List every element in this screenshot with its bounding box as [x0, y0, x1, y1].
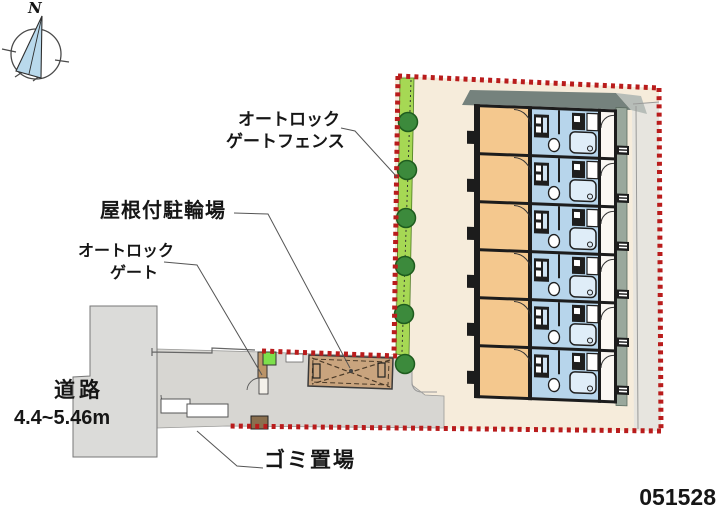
- gate-fence-label-line2: ゲートフェンス: [226, 132, 345, 151]
- apartment-building: [466, 102, 630, 407]
- compass-rose: [1, 15, 70, 82]
- leader-garbage-area: [196, 430, 264, 469]
- leader-auto-lock-gate: [163, 261, 263, 376]
- road-area: [72, 305, 158, 458]
- plan-number: 051528: [639, 484, 716, 510]
- tree-icon: [393, 111, 419, 375]
- auto-lock-gate-label-line1: オートロック: [78, 243, 175, 260]
- east-fence-line: [632, 101, 660, 430]
- east-yard: [632, 102, 661, 431]
- property-boundary: [226, 73, 664, 434]
- garbage-box: [186, 403, 229, 418]
- forecourt-slab-edge: [411, 362, 437, 393]
- leader-bicycle-parking: [233, 212, 351, 369]
- leader-lines: [163, 127, 398, 469]
- building-roof: [462, 90, 631, 110]
- garbage-area-label: ゴミ置場: [264, 449, 356, 472]
- garbage-box: [160, 398, 191, 414]
- gate-post: [258, 377, 269, 395]
- compass-north-label: N: [28, 0, 42, 17]
- road-label: 道路: [54, 379, 104, 402]
- gate-fence-label-line1: オートロック: [238, 110, 340, 129]
- building-roof-side: [616, 93, 647, 114]
- green-fence-strip: [393, 77, 419, 375]
- bicycle-parking-shed: [307, 354, 394, 390]
- auto-lock-gate: [262, 351, 277, 366]
- north-needle-icon: [15, 15, 43, 79]
- road-width-label: 4.4~5.46m: [14, 407, 111, 429]
- auto-lock-gate-label-line2: ゲート: [109, 265, 158, 282]
- entry-step: [285, 353, 304, 363]
- front-fence-line: [151, 347, 256, 356]
- bicycle-parking-label: 屋根付駐輪場: [100, 200, 226, 222]
- leader-gate-fence: [340, 127, 398, 178]
